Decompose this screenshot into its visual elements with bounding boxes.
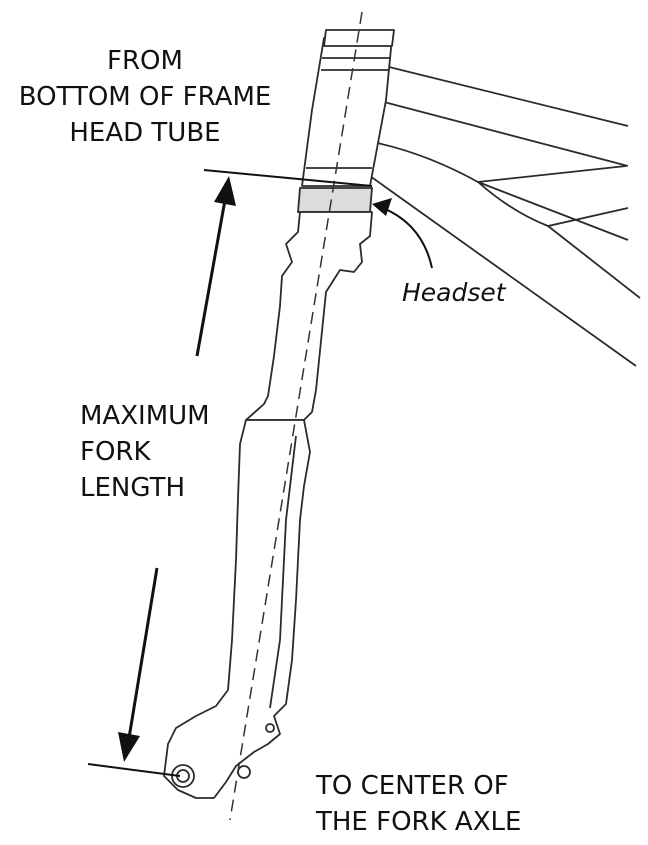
label-headset: Headset xyxy=(402,278,506,307)
label-to-line-2: THE FORK AXLE xyxy=(316,807,522,837)
fork xyxy=(163,211,373,799)
axle-reference-line xyxy=(87,763,181,777)
label-maximum-fork-length: MAXIMUM FORK LENGTH xyxy=(80,398,210,506)
fork-crown-and-stanchion xyxy=(245,211,373,421)
head-tube-body xyxy=(301,37,393,187)
frame-tube-edge xyxy=(547,225,641,299)
fork-leg-inner-line xyxy=(269,435,297,709)
frame-weld-line-2 xyxy=(477,181,629,227)
headset-band xyxy=(297,187,373,213)
label-to-line-1: TO CENTER OF xyxy=(316,771,509,801)
frame-tubes xyxy=(361,65,641,367)
top-tube xyxy=(384,65,629,127)
axle-circle xyxy=(171,764,195,788)
label-from-line-2: BOTTOM OF FRAME xyxy=(18,82,272,112)
label-max-line-2: FORK xyxy=(80,437,151,467)
head-tube-cap xyxy=(323,29,395,47)
headset-pointer-arrow xyxy=(372,198,433,269)
label-from-line-3: HEAD TUBE xyxy=(69,118,221,148)
label-max-line-1: MAXIMUM xyxy=(80,401,210,431)
fork-bolt-lower xyxy=(237,765,251,779)
head-tube xyxy=(301,29,395,187)
down-tube-upper-edge xyxy=(383,101,629,167)
label-from-head-tube: FROM BOTTOM OF FRAME HEAD TUBE xyxy=(0,43,290,151)
frame-weld-line xyxy=(477,165,627,183)
down-tube-lower-edge xyxy=(369,175,637,367)
label-from-line-1: FROM xyxy=(107,46,183,76)
arrow-down-icon xyxy=(118,567,159,762)
label-max-line-3: LENGTH xyxy=(80,473,186,503)
arrow-up-icon xyxy=(195,176,236,357)
fork-bolt-upper xyxy=(265,723,275,733)
fork-lower-leg xyxy=(163,419,311,799)
steering-axis-centerline xyxy=(229,11,363,821)
head-tube-reference-line xyxy=(203,169,373,187)
label-to-fork-axle: TO CENTER OF THE FORK AXLE xyxy=(316,768,521,840)
